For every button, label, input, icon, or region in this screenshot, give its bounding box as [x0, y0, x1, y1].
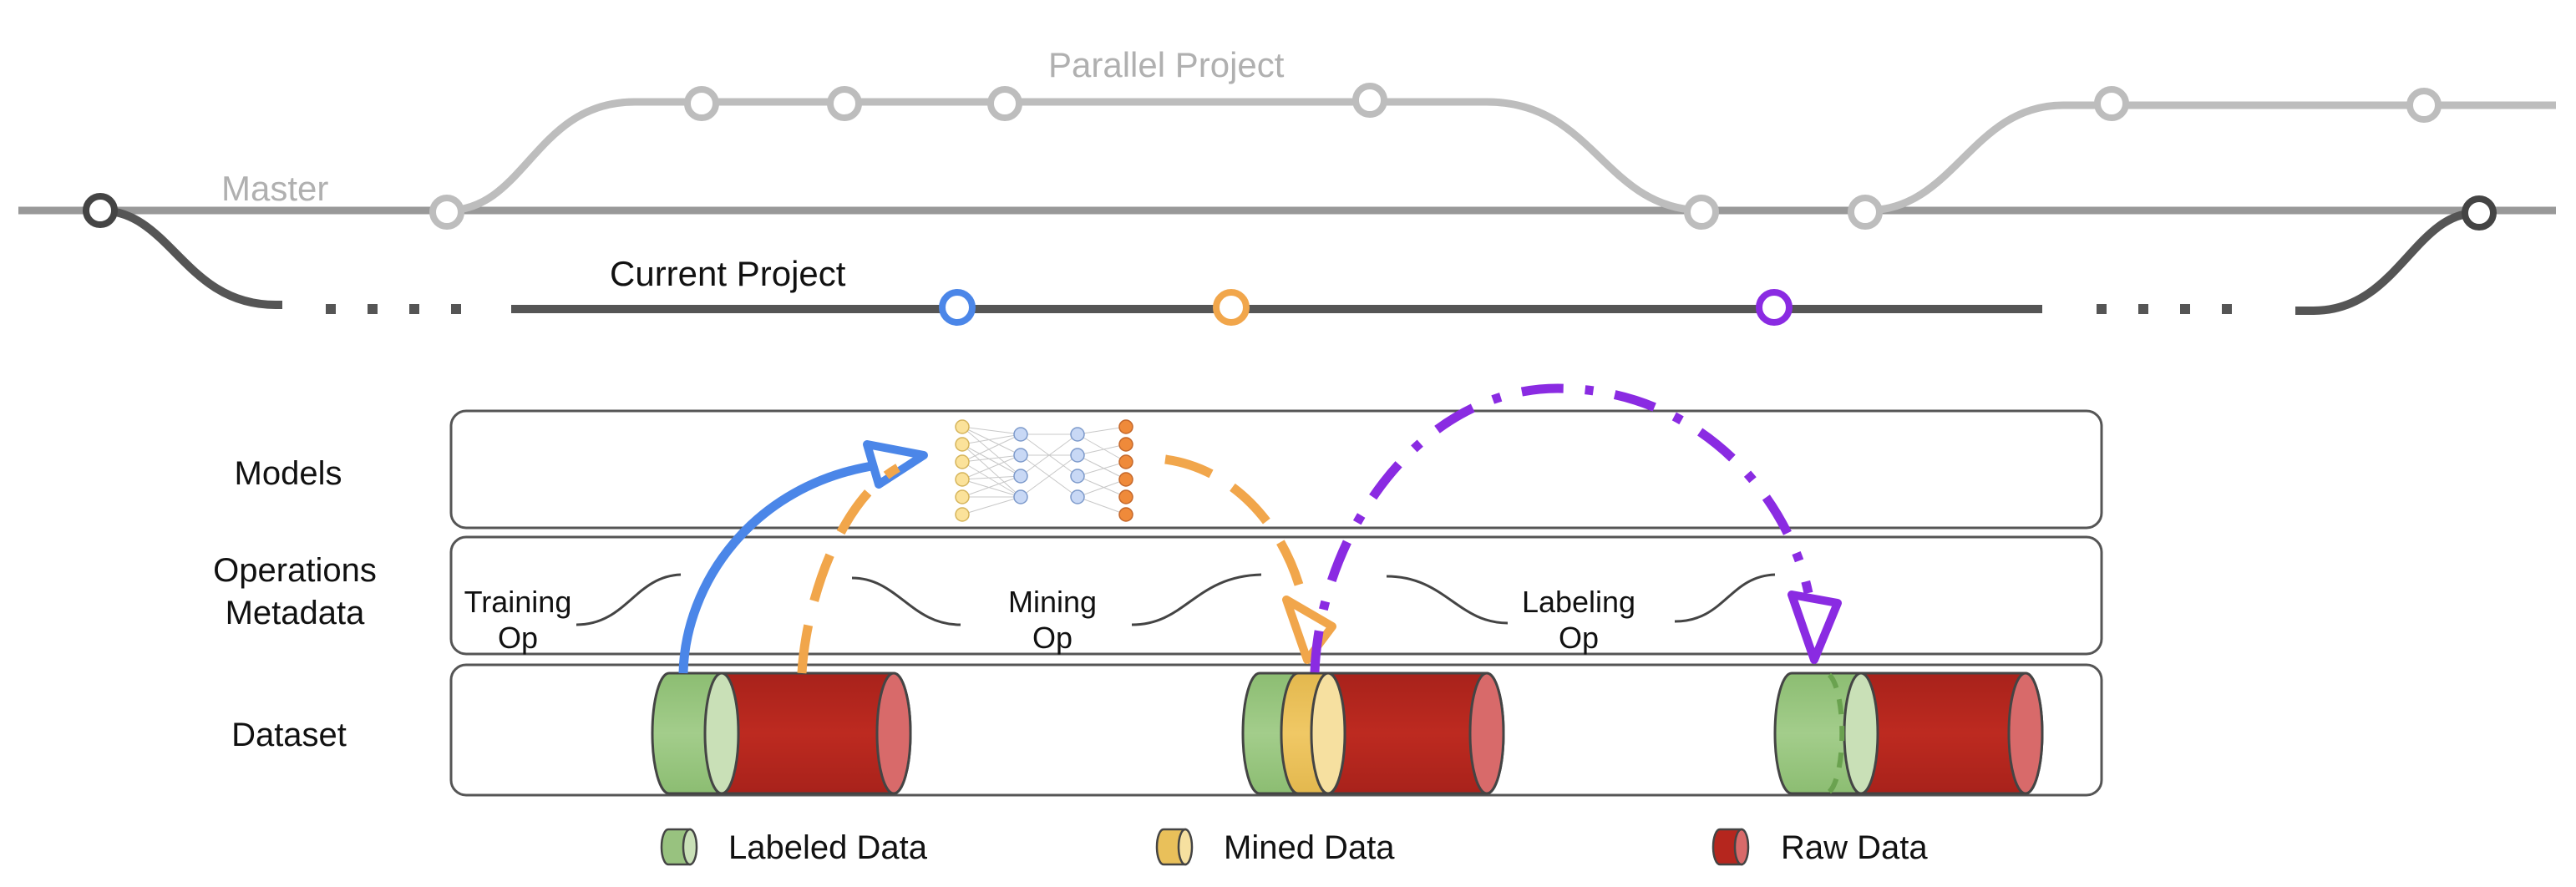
- parallel-branch: [446, 98, 2556, 215]
- master-end-commit: [2462, 195, 2497, 231]
- operations-row-label: Operations: [213, 552, 377, 589]
- legend-mined-label: Mined Data: [1224, 829, 1395, 866]
- master-label: Master: [221, 169, 328, 208]
- master-commit: [429, 195, 464, 230]
- neural-network-icon: [955, 419, 1133, 522]
- legend: Labeled Data Mined Data Raw Data: [660, 828, 1928, 866]
- master-commit: [1684, 195, 1719, 230]
- master-commit: [1848, 195, 1883, 230]
- commit-nodes: [83, 83, 2497, 326]
- mining-op-label-2: Op: [1032, 621, 1072, 655]
- master-start-commit: [83, 193, 118, 228]
- legend-raw-label: Raw Data: [1781, 829, 1928, 866]
- legend-mined-swatch: [1155, 828, 1194, 866]
- models-lane: [449, 409, 2103, 530]
- current-branch-ellipsis: [326, 304, 2232, 314]
- legend-labeled-label: Labeled Data: [728, 829, 928, 866]
- labeling-commit: [1756, 289, 1793, 326]
- dataset-cylinder-2: [1241, 672, 1505, 795]
- metadata-row-label: Metadata: [226, 595, 366, 631]
- parallel-commit: [1352, 83, 1387, 118]
- mining-commit: [1213, 289, 1250, 326]
- mining-op-label: Mining: [1008, 585, 1097, 619]
- operation-squiggles: [576, 573, 1776, 626]
- labeling-op-label-2: Op: [1559, 621, 1599, 655]
- current-project-label: Current Project: [610, 254, 846, 293]
- parallel-commit: [684, 86, 719, 121]
- parallel-commit: [827, 86, 862, 121]
- parallel-commit: [2406, 88, 2442, 123]
- parallel-commit: [2094, 86, 2129, 121]
- training-commit: [939, 289, 976, 326]
- parallel-project-label: Parallel Project: [1048, 45, 1285, 84]
- parallel-commit: [987, 86, 1022, 121]
- dataset-cylinder-1: [651, 672, 912, 795]
- operations-lane: [449, 535, 2103, 656]
- training-op-label: Training: [464, 585, 572, 619]
- labeling-arrow: [1310, 383, 1842, 673]
- legend-labeled-swatch: [660, 828, 698, 866]
- legend-raw-swatch: [1711, 828, 1750, 866]
- models-row-label: Models: [235, 455, 342, 492]
- mining-input-arrow: [797, 464, 900, 674]
- dataset-row-label: Dataset: [231, 717, 347, 753]
- dataset-cylinder-3: [1773, 672, 2044, 795]
- training-op-label-2: Op: [498, 621, 538, 655]
- labeling-op-label: Labeling: [1522, 585, 1635, 619]
